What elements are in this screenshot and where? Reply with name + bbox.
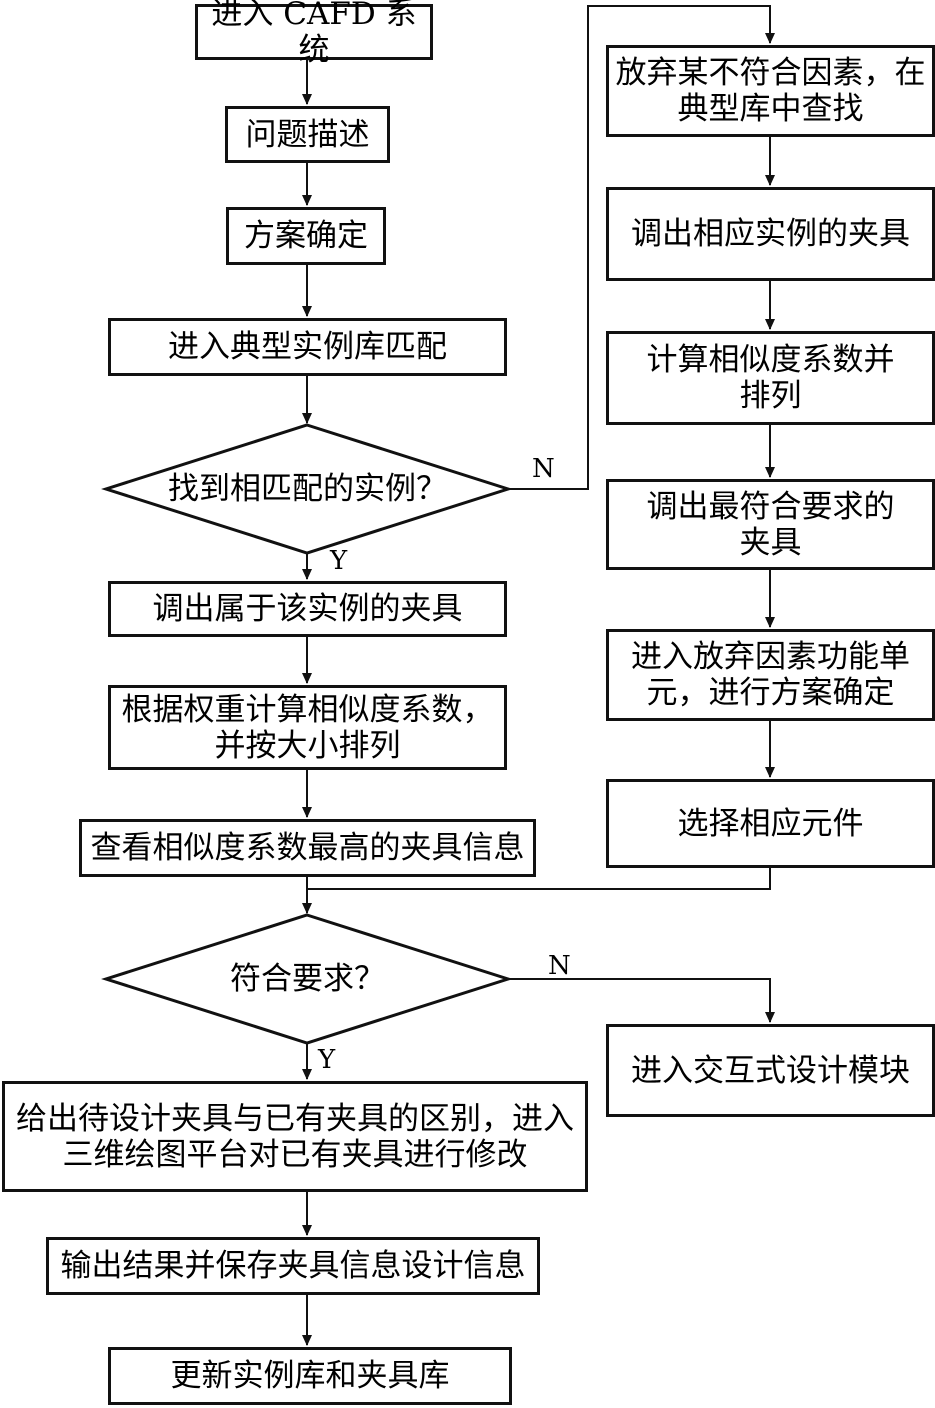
compute-similarity-box: 根据权重计算相似度系数， 并按大小排列 [108,685,507,770]
select-component-box: 选择相应元件 [606,779,935,868]
view-highest-similarity-box: 查看相似度系数最高的夹具信息 [79,819,536,877]
output-save-box: 输出结果并保存夹具信息设计信息 [46,1237,540,1295]
fetch-matching-fixture-box: 调出相应实例的夹具 [606,187,935,281]
interactive-design-box: 进入交互式设计模块 [606,1024,935,1117]
update-library-box: 更新实例库和夹具库 [108,1347,512,1405]
fetch-instance-fixture-box: 调出属于该实例的夹具 [108,581,507,637]
decision-found-text: 找到相匹配的实例？ [168,471,447,507]
problem-description-box: 问题描述 [225,106,390,163]
modify-fixture-box: 给出待设计夹具与已有夹具的区别，进入 三维绘图平台对已有夹具进行修改 [2,1081,588,1192]
abandon-unit-box: 进入放弃因素功能单 元，进行方案确定 [606,629,935,721]
enter-instance-library-box: 进入典型实例库匹配 [108,318,507,376]
abandon-factor-box: 放弃某不符合因素，在 典型库中查找 [606,45,935,137]
enter-cafd-box: 进入 CAFD 系统 [195,0,433,68]
label-y-ok: Y [318,1045,336,1075]
fetch-best-fixture-box: 调出最符合要求的 夹具 [606,479,935,570]
compute-rank-box: 计算相似度系数并 排列 [606,331,935,425]
label-y-found: Y [330,546,348,576]
label-n-ok: N [548,951,571,981]
decision-ok-text: 符合要求？ [230,961,385,997]
label-n-found: N [532,454,555,484]
scheme-determination-box: 方案确定 [226,207,386,265]
